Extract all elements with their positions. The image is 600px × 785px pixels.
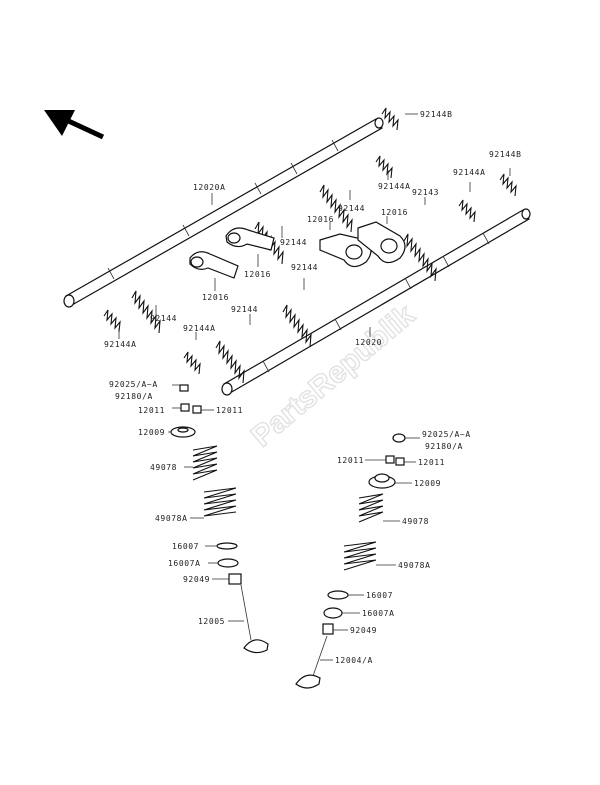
keeper-92025-left	[179, 384, 189, 392]
label-92049-left: 92049	[183, 575, 210, 584]
long-spring-92144-left	[131, 290, 161, 334]
seat-16007a-left	[217, 558, 239, 568]
label-92144-g: 92144	[231, 305, 258, 314]
label-92144a-mid: 92144A	[378, 182, 411, 191]
label-92143: 92143	[412, 188, 439, 197]
long-spring-92143	[403, 233, 437, 282]
label-12020: 12020	[355, 338, 382, 347]
inner-spring-49078-right	[358, 493, 384, 523]
label-16007a-left: 16007A	[168, 559, 201, 568]
label-12020a: 12020A	[193, 183, 226, 192]
label-92144-e: 92144	[291, 263, 318, 272]
shaft-spring-92144a-left	[103, 309, 121, 333]
label-92144b-top: 92144B	[420, 110, 453, 119]
rocker-shaft-12020a	[63, 117, 384, 308]
seal-92049-right	[322, 623, 334, 635]
outer-spring-49078a-right	[343, 541, 377, 571]
label-12011-right-2: 12011	[418, 458, 445, 467]
retainer-12009-right	[368, 473, 396, 489]
label-12016-b: 12016	[381, 208, 408, 217]
label-12011-right-1: 12011	[337, 456, 364, 465]
label-12004a: 12004/A	[335, 656, 373, 665]
seal-92049-left	[228, 573, 242, 585]
label-49078a-left: 49078A	[155, 514, 188, 523]
valve-12005	[240, 584, 269, 654]
shaft-spring-92144a-right	[458, 199, 476, 223]
shaft-spring-92144b-top	[381, 107, 399, 131]
label-92144-c: 92144	[338, 204, 365, 213]
label-12009-right: 12009	[414, 479, 441, 488]
label-16007-right: 16007	[366, 591, 393, 600]
long-spring-92144-lower	[215, 340, 245, 384]
label-92180-left: 92180/A	[115, 392, 153, 401]
collet-12011-right	[385, 455, 405, 466]
label-12005: 12005	[198, 617, 225, 626]
label-12009-left: 12009	[138, 428, 165, 437]
collet-12011-left	[180, 403, 202, 414]
keeper-92025-right	[392, 433, 406, 443]
rocker-arm-12016-a	[225, 227, 275, 251]
direction-arrow-icon	[44, 110, 105, 140]
rocker-arm-12016-d	[357, 221, 406, 264]
label-16007-left: 16007	[172, 542, 199, 551]
label-92144-f: 92144	[150, 314, 177, 323]
seat-16007-right	[327, 590, 349, 600]
valve-12004a	[295, 635, 328, 689]
label-12016-c: 12016	[244, 270, 271, 279]
shaft-spring-92144a-lower	[183, 351, 201, 375]
label-92144b-right: 92144B	[489, 150, 522, 159]
seat-16007a-right	[323, 607, 343, 619]
label-92025-left: 92025/A~A	[109, 380, 158, 389]
label-92180-right: 92180/A	[425, 442, 463, 451]
label-92144a-right: 92144A	[453, 168, 486, 177]
label-12011-left-2: 12011	[216, 406, 243, 415]
inner-spring-49078-left	[192, 445, 218, 481]
long-spring-92144-center	[282, 304, 312, 348]
label-16007a-right: 16007A	[362, 609, 395, 618]
part-labels: 92144B 92144B 12020A 92144A 92144A 92143…	[104, 110, 522, 665]
label-92144-d: 92144	[280, 238, 307, 247]
shaft-spring-92144b-right	[499, 173, 517, 197]
long-spring-92144-top	[319, 184, 353, 233]
label-92049-right: 92049	[350, 626, 377, 635]
rocker-arm-12016-b	[189, 251, 239, 279]
shaft-spring-92144a-mid	[375, 155, 393, 179]
label-92025-right: 92025/A~A	[422, 430, 471, 439]
rocker-shaft-12020	[221, 208, 531, 396]
label-12011-left-1: 12011	[138, 406, 165, 415]
label-12016-d: 12016	[202, 293, 229, 302]
label-49078a-right: 49078A	[398, 561, 431, 570]
label-49078-left: 49078	[150, 463, 177, 472]
label-92144a-left: 92144A	[104, 340, 137, 349]
label-49078-right: 49078	[402, 517, 429, 526]
outer-spring-49078a-left	[203, 487, 237, 517]
retainer-12009-left	[170, 426, 196, 438]
label-92144a-f: 92144A	[183, 324, 216, 333]
leader-lines	[118, 113, 511, 661]
label-12016-a: 12016	[307, 215, 334, 224]
seat-16007-left	[216, 542, 238, 550]
